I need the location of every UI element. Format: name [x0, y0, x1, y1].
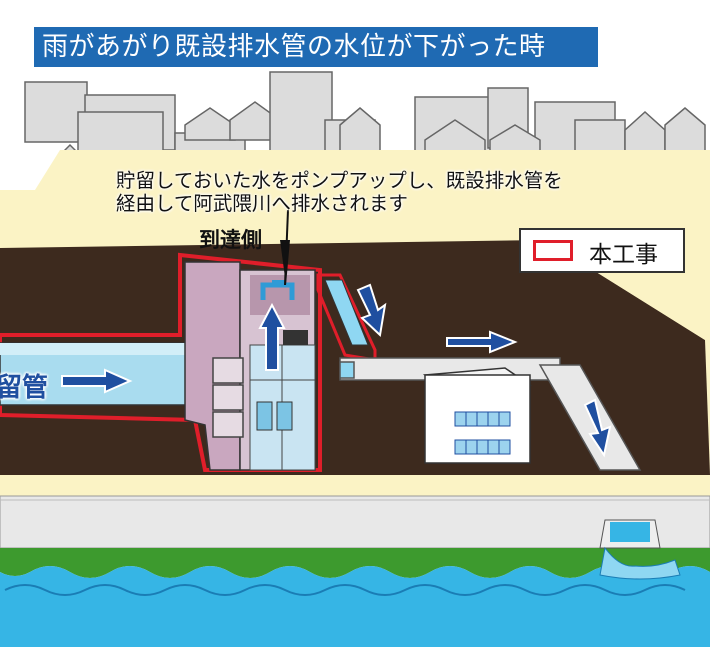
legend-label: 本工事 [589, 242, 658, 268]
caption-line-1: 貯留しておいた水をポンプアップし、既設排水管を [116, 169, 563, 192]
construction-outline [0, 252, 322, 472]
storage-pipe-label: 留管 [0, 373, 49, 403]
water-splash [599, 546, 681, 580]
legend: 本工事 [519, 228, 685, 273]
embankment [0, 495, 710, 549]
legend-swatch [533, 240, 573, 261]
caption: 貯留しておいた水をポンプアップし、既設排水管を 経由して阿武隈川へ排水されます [116, 169, 706, 215]
flow-arrow-right [446, 330, 518, 354]
flow-arrow-up-1 [258, 302, 286, 371]
caption-line-2: 経由して阿武隈川へ排水されます [116, 192, 408, 215]
river [0, 566, 710, 647]
pump-building [422, 367, 533, 464]
title-banner: 雨があがり既設排水管の水位が下がった時 [34, 27, 598, 67]
grass [0, 548, 710, 578]
road [0, 476, 710, 498]
river-waves [4, 584, 686, 596]
flow-arrow-discharge [356, 283, 387, 338]
arrival-side-label: 到達側 [199, 228, 262, 252]
flow-arrow-pipe [61, 368, 133, 394]
flow-arrow-down [583, 398, 612, 458]
flow-arrows [61, 283, 612, 458]
